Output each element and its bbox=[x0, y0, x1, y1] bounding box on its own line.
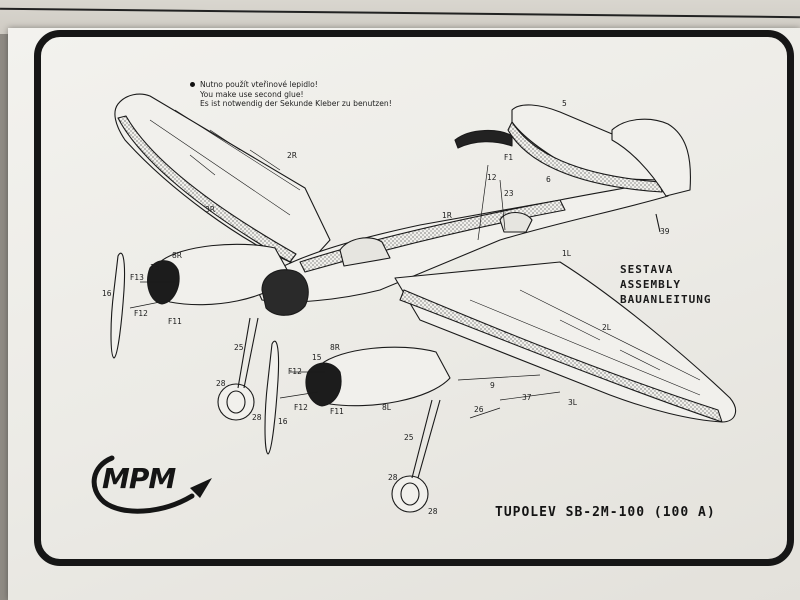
part-label-25: 25 bbox=[234, 343, 244, 352]
part-label-8R: 8R bbox=[172, 251, 182, 260]
part-label-37: 37 bbox=[522, 393, 532, 402]
part-label-F11: F11 bbox=[168, 317, 182, 326]
part-label-15-lower: 15 bbox=[312, 353, 322, 362]
right-wing-leading-edge bbox=[117, 115, 297, 263]
assembly-heading-german: BAUANLEITUNG bbox=[620, 293, 712, 306]
note-line-english: You make use second glue! bbox=[200, 89, 304, 99]
right-engine-cowl-ring bbox=[147, 260, 180, 305]
part-label-8L: 8L bbox=[382, 403, 392, 412]
assembly-heading: SESTAVA ASSEMBLY BAUANLEITUNG bbox=[620, 262, 711, 307]
model-title: TUPOLEV SB-2M-100 (100 A) bbox=[495, 505, 716, 520]
part-label-2L: 2L bbox=[602, 323, 612, 332]
right-propeller bbox=[110, 252, 126, 359]
glue-warning-note: Nutno použít vteřinové lepidlo! You make… bbox=[190, 80, 392, 109]
bullet-icon bbox=[190, 82, 195, 87]
vertical-fin bbox=[611, 118, 691, 197]
turret bbox=[499, 211, 533, 233]
part-label-15: 15 bbox=[150, 263, 160, 272]
part-label-3R: 3R bbox=[205, 205, 215, 214]
brand-logo: MPM bbox=[102, 462, 176, 495]
part-label-16: 16 bbox=[102, 289, 112, 298]
part-label-1R: 1R bbox=[442, 211, 452, 220]
left-wing-leading-edge bbox=[399, 289, 723, 423]
assembly-lines bbox=[129, 164, 561, 419]
note-line-czech: Nutno použít vteřinové lepidlo! bbox=[200, 80, 318, 89]
part-label-F12-lower: F12 bbox=[288, 367, 302, 376]
stabilizer-edge bbox=[507, 121, 663, 193]
part-label-F13: F13 bbox=[130, 273, 144, 282]
part-label-23: 23 bbox=[504, 189, 514, 198]
part-label-16-lower: 16 bbox=[278, 417, 288, 426]
part-label-28-b: 28 bbox=[252, 413, 262, 422]
part-label-F11-lower: F11 bbox=[330, 407, 344, 416]
part-label-1L: 1L bbox=[562, 249, 572, 258]
left-propeller bbox=[264, 340, 280, 455]
part-label-6: 6 bbox=[546, 175, 551, 184]
assembly-heading-english: ASSEMBLY bbox=[620, 278, 681, 291]
tail-wheel-strut bbox=[655, 213, 661, 233]
part-label-12: 12 bbox=[487, 173, 497, 182]
right-wing-panel-lines bbox=[149, 109, 301, 216]
part-label-39: 39 bbox=[660, 227, 670, 236]
sheet-border-frame bbox=[34, 30, 794, 566]
part-label-2R: 2R bbox=[287, 151, 297, 160]
left-wing bbox=[394, 261, 737, 423]
right-main-wheel-hub bbox=[226, 390, 246, 414]
part-label-28-c: 28 bbox=[388, 473, 398, 482]
part-label-26: 26 bbox=[474, 405, 484, 414]
nose-glazing bbox=[261, 269, 309, 316]
rear-canopy-part bbox=[454, 129, 513, 149]
part-label-8R-lower: 8R bbox=[330, 343, 340, 352]
part-label-F12-lower-b: F12 bbox=[294, 403, 308, 412]
part-label-28: 28 bbox=[216, 379, 226, 388]
left-gear-strut bbox=[411, 399, 441, 479]
right-gear-strut bbox=[237, 317, 259, 389]
left-main-wheel-hub bbox=[400, 482, 420, 506]
assembly-heading-czech: SESTAVA bbox=[620, 263, 674, 276]
part-label-28-d: 28 bbox=[428, 507, 438, 516]
part-label-9: 9 bbox=[490, 381, 495, 390]
part-label-F12: F12 bbox=[134, 309, 148, 318]
part-label-F1: F1 bbox=[504, 153, 513, 162]
right-wing bbox=[114, 93, 331, 263]
note-line-german: Es ist notwendig der Sekunde Kleber zu b… bbox=[200, 99, 392, 109]
nose-canopy bbox=[339, 237, 391, 267]
part-label-3L: 3L bbox=[568, 398, 578, 407]
left-wing-panel-lines bbox=[469, 289, 701, 396]
mpm-logo-swoosh bbox=[91, 455, 212, 514]
part-label-25-lower: 25 bbox=[404, 433, 414, 442]
part-label-5: 5 bbox=[562, 99, 567, 108]
